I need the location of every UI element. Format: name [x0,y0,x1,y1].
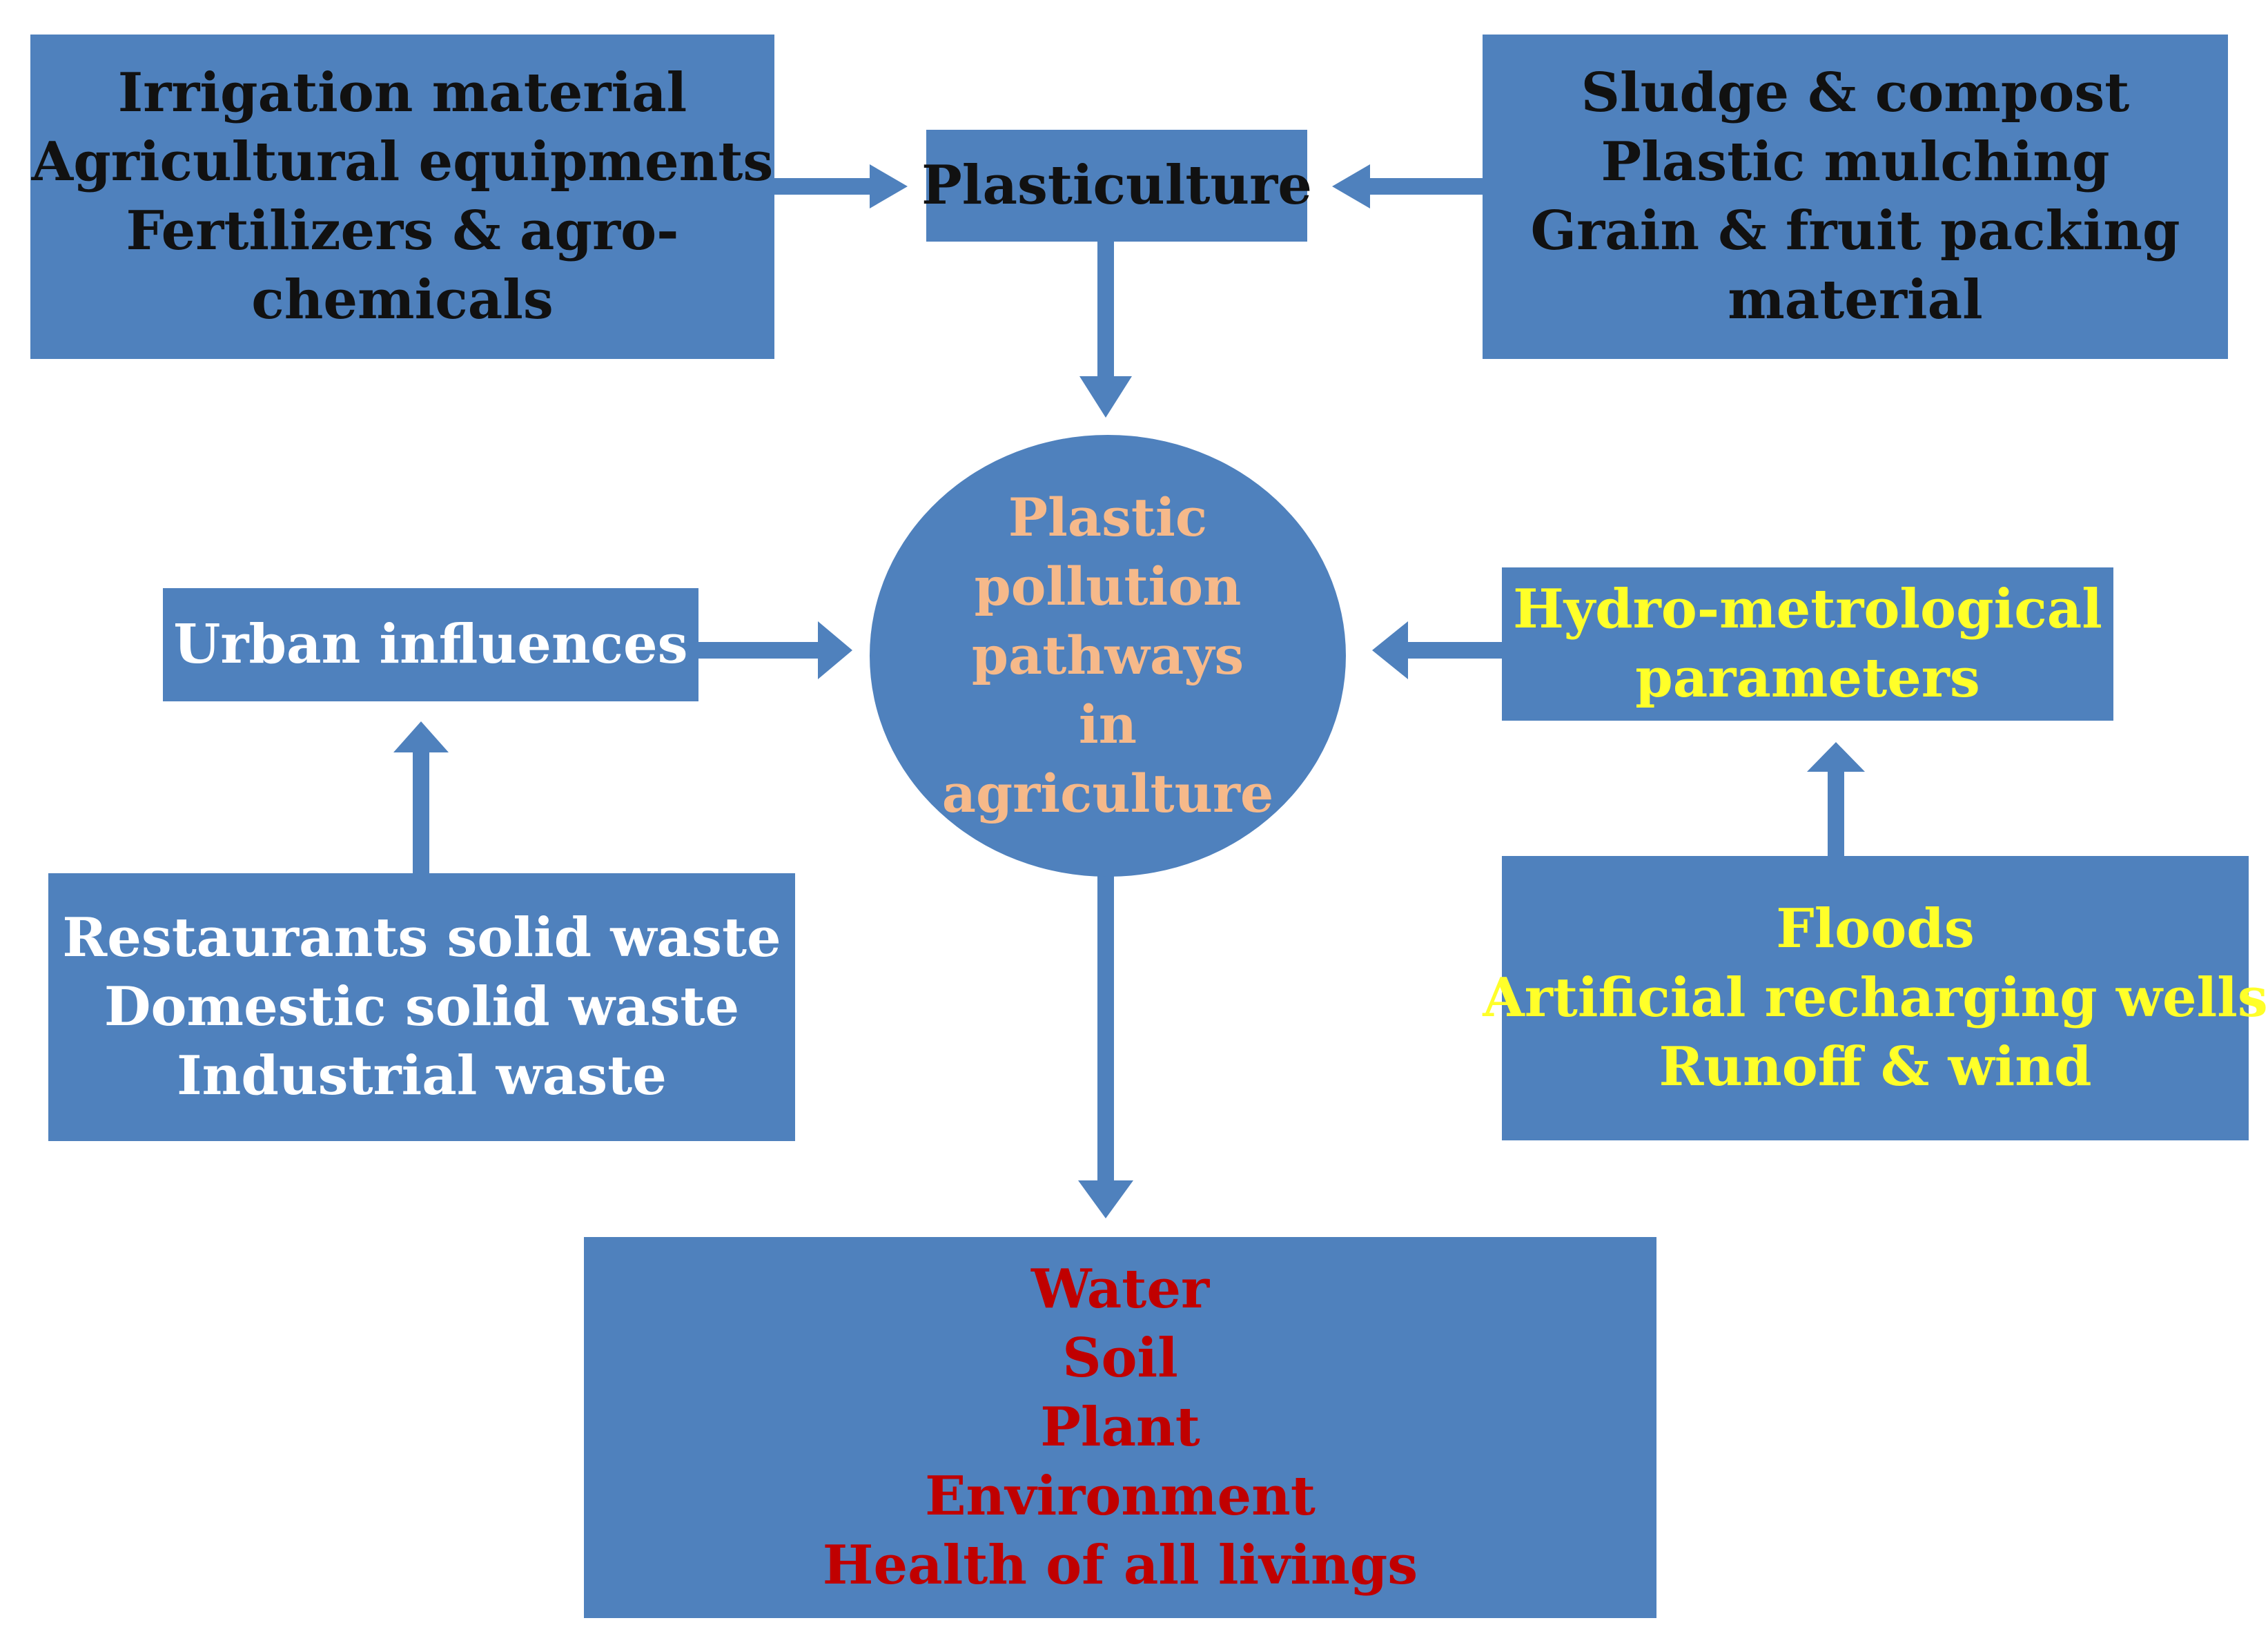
center-text-line: in [1078,694,1137,755]
urban-source-line: Restaurants solid waste [62,906,781,969]
node-text-line: material [1728,269,1983,331]
hydro-source-line: Runoff & wind [1659,1035,2092,1098]
node-text-line: Irrigation material [117,61,687,124]
impact-line: Plant [1040,1396,1200,1459]
box-plasticulture: Plasticulture [921,130,1312,242]
impact-line: Water [1030,1258,1210,1321]
urban-influences-label: Urban influences [173,613,688,676]
hydro-text-line: parameters [1635,647,1980,710]
plasticulture-label: Plasticulture [921,154,1312,217]
arrow-top-left-to-plasticulture [773,164,908,208]
center-text-line: agriculture [941,763,1274,824]
hydro-text-line: Hydro-metrological [1513,578,2102,641]
arrow-hydro-sources-to-hydro [1807,742,1865,856]
box-hydro-metrological-parameters: Hydro-metrological parameters [1502,567,2113,721]
node-text-line: Fertilizers & agro- [126,199,679,262]
arrow-urban-to-center [697,621,852,679]
center-text-line: pollution [974,556,1242,617]
node-text-line: Agricultural equipments [31,130,774,193]
urban-source-line: Domestic solid waste [104,975,740,1038]
center-text-line: pathways [971,625,1244,686]
center-text-line: Plastic [1008,487,1208,548]
hydro-source-line: Artificial recharging wells [1483,966,2268,1029]
impact-line: Soil [1062,1327,1178,1390]
center-plastic-pollution-pathways: Plastic pollution pathways in agricultur… [870,435,1346,877]
node-text-line: Grain & fruit packing [1530,199,2180,262]
box-farm-plastic-uses: Sludge & compost Plastic mulching Grain … [1483,35,2228,359]
urban-source-line: Industrial waste [177,1044,667,1107]
arrow-hydro-to-center [1372,621,1505,679]
box-hydro-sources: Floods Artificial recharging wells Runof… [1483,856,2268,1140]
node-text-line: chemicals [251,269,554,331]
arrow-top-right-to-plasticulture [1332,164,1484,208]
box-impacts: Water Soil Plant Environment Health of a… [584,1237,1656,1618]
impact-line: Environment [925,1465,1316,1528]
box-urban-waste-sources: Restaurants solid waste Domestic solid w… [48,873,795,1141]
node-text-line: Sludge & compost [1581,61,2130,124]
box-agricultural-inputs: Irrigation material Agricultural equipme… [30,35,774,359]
box-urban-influences: Urban influences [163,588,698,701]
arrow-urban-sources-to-urban [393,721,449,873]
hydro-source-line: Floods [1776,897,1975,960]
arrow-plasticulture-to-center [1079,242,1132,418]
node-text-line: Plastic mulching [1601,130,2110,193]
impact-line: Health of all livings [822,1534,1418,1597]
arrow-center-to-impacts [1078,873,1133,1218]
